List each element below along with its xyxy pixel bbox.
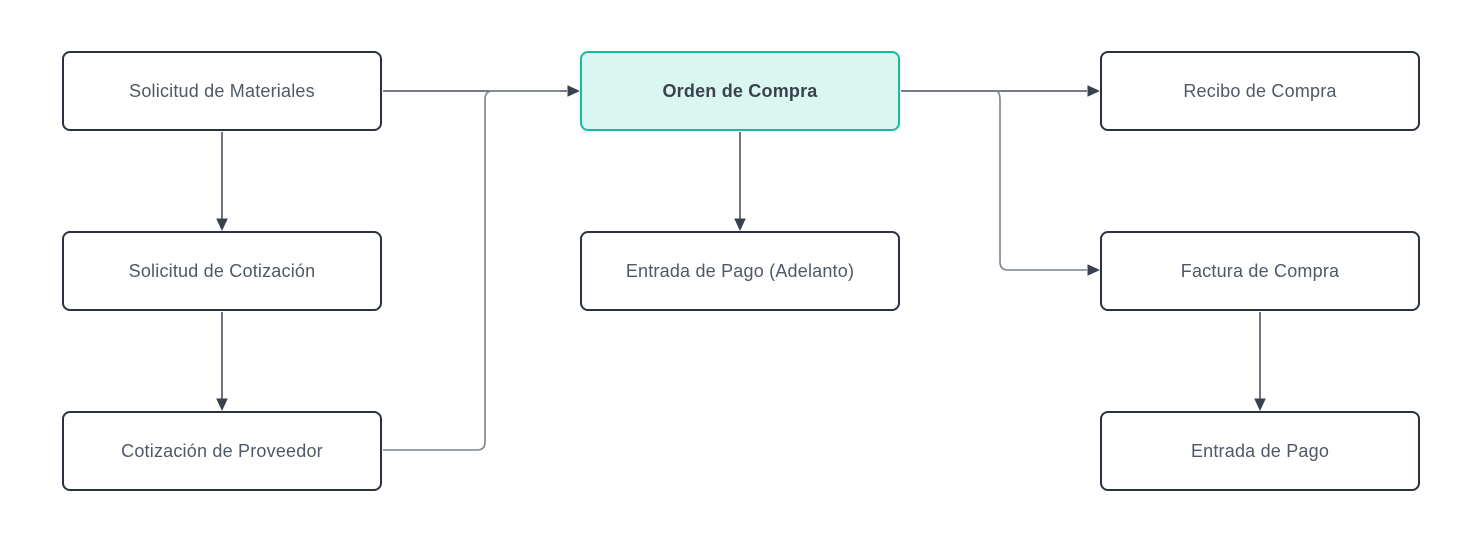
node-label: Solicitud de Cotización — [128, 260, 316, 281]
node-solicitud-de-cotizacion: Solicitud de Cotización — [62, 231, 382, 311]
edge-cotizacion-to-proveedor — [216, 312, 228, 411]
edge-orden-to-recibo — [901, 85, 1100, 97]
node-orden-de-compra: Orden de Compra — [580, 51, 900, 131]
edge-proveedor-to-orden — [383, 90, 560, 451]
edge-materiales-to-cotizacion — [216, 132, 228, 231]
node-entrada-de-pago-adelanto: Entrada de Pago (Adelanto) — [580, 231, 900, 311]
node-label: Recibo de Compra — [1183, 80, 1337, 101]
node-label: Entrada de Pago — [1190, 440, 1330, 461]
node-label: Factura de Compra — [1180, 260, 1340, 281]
node-factura-de-compra: Factura de Compra — [1100, 231, 1420, 311]
edge-orden-to-pago-adelanto — [734, 132, 746, 231]
node-label: Solicitud de Materiales — [129, 80, 315, 101]
node-cotizacion-de-proveedor: Cotización de Proveedor — [62, 411, 382, 491]
edge-factura-to-pago — [1254, 312, 1266, 411]
edge-orden-to-factura — [996, 90, 1100, 276]
node-solicitud-de-materiales: Solicitud de Materiales — [62, 51, 382, 131]
node-entrada-de-pago: Entrada de Pago — [1100, 411, 1420, 491]
node-label: Entrada de Pago (Adelanto) — [625, 260, 855, 281]
node-recibo-de-compra: Recibo de Compra — [1100, 51, 1420, 131]
node-label: Cotización de Proveedor — [121, 440, 323, 461]
node-label: Orden de Compra — [662, 80, 818, 101]
